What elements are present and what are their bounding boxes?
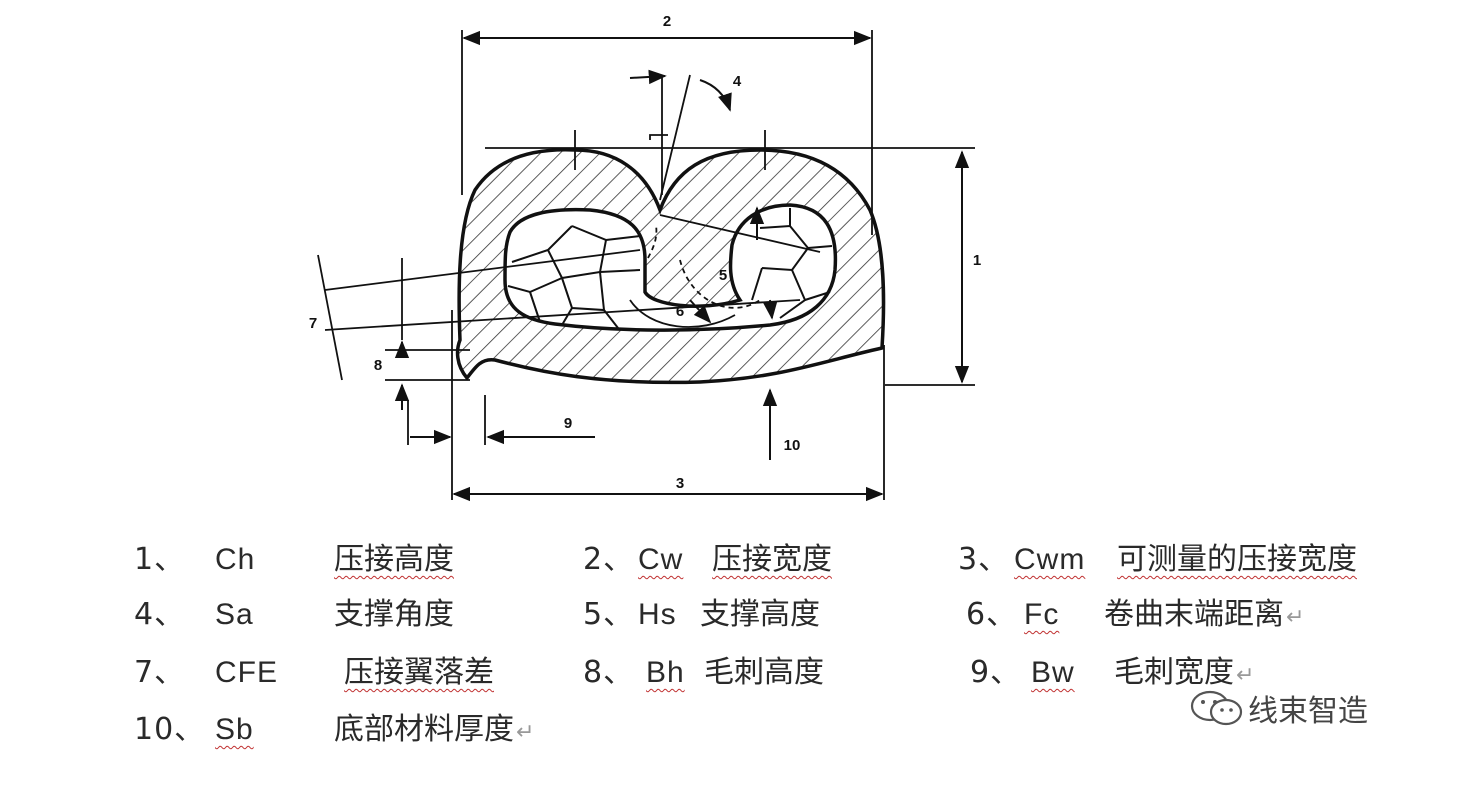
dim-label-4: 4 xyxy=(733,73,742,90)
dimension-arrows xyxy=(394,30,970,502)
wechat-icon xyxy=(1190,690,1243,726)
crimp-barrel xyxy=(455,148,886,385)
dim-label-10: 10 xyxy=(784,437,801,454)
dim-label-8: 8 xyxy=(374,357,382,374)
watermark: 线束智造 xyxy=(1188,686,1368,730)
dim-label-5: 5 xyxy=(719,267,727,284)
dim-label-3: 3 xyxy=(676,475,684,492)
watermark-text: 线束智造 xyxy=(1248,694,1368,729)
dim-label-6: 6 xyxy=(676,303,684,320)
construction-lines xyxy=(317,30,975,500)
dim-label-7: 7 xyxy=(309,315,317,332)
dim-label-9: 9 xyxy=(564,415,572,432)
dim-label-2: 2 xyxy=(663,13,671,30)
wire-strands xyxy=(507,208,833,329)
dim-label-1: 1 xyxy=(973,252,981,269)
